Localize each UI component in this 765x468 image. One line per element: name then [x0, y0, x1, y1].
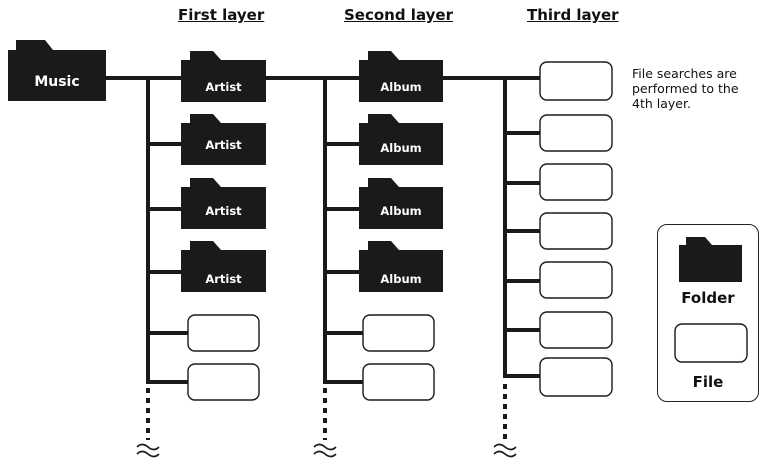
album-folder-label: Album	[380, 141, 422, 155]
artist-folder-label: Artist	[205, 138, 242, 152]
folder-icon	[181, 241, 266, 292]
artist-folder-label: Artist	[205, 204, 242, 218]
continuation-wave-icon	[313, 443, 337, 458]
header-third-layer: Third layer	[527, 6, 619, 24]
album-folder-label: Album	[380, 272, 422, 286]
legend-folder-label: Folder	[681, 289, 735, 307]
continuation-wave-icon	[136, 443, 160, 458]
album-folder-label: Album	[380, 204, 422, 218]
root-folder-label: Music	[34, 74, 80, 90]
search-depth-note: File searches are performed to the 4th l…	[632, 66, 739, 111]
album-folder-label: Album	[380, 80, 422, 94]
folder-icon	[359, 114, 443, 165]
legend-file-label: File	[692, 373, 724, 391]
legend	[657, 224, 759, 402]
file-icon	[187, 314, 260, 352]
file-icon	[539, 261, 613, 299]
continuation-wave-icon	[493, 443, 517, 458]
header-second-layer: Second layer	[344, 6, 453, 24]
folder-icon	[181, 178, 266, 229]
header-first-layer: First layer	[178, 6, 265, 24]
folder-icon	[679, 237, 742, 282]
artist-folder-label: Artist	[205, 272, 242, 286]
file-icon	[539, 357, 613, 397]
folder-icon	[359, 241, 443, 292]
folder-icon	[359, 178, 443, 229]
file-icon	[539, 61, 613, 101]
file-icon	[187, 363, 260, 401]
folder-icon	[8, 40, 106, 101]
folder-icon	[181, 114, 266, 165]
continuation-wave-icons	[136, 443, 517, 458]
file-icon	[539, 163, 613, 201]
file-icon	[539, 114, 613, 152]
file-icon	[362, 314, 435, 352]
file-icon	[539, 212, 613, 250]
connector-lines	[106, 76, 541, 384]
file-icon	[674, 323, 748, 363]
file-icon	[362, 363, 435, 401]
folder-icon	[359, 51, 443, 102]
file-icon	[539, 311, 613, 349]
artist-folder-label: Artist	[205, 80, 242, 94]
continuation-dots	[146, 384, 507, 440]
folder-icon	[181, 51, 266, 102]
